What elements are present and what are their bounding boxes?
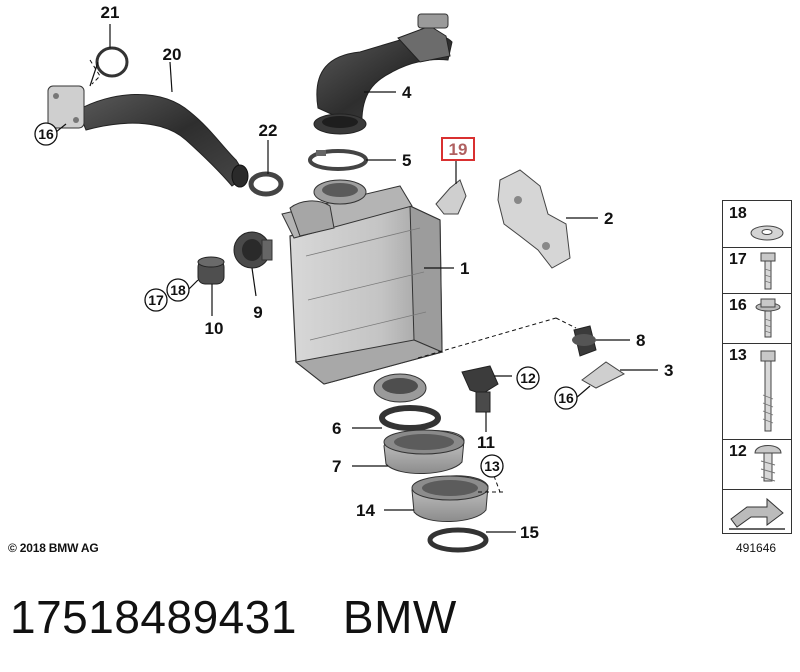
callout-18: 18	[170, 282, 186, 298]
adapter-14	[411, 475, 489, 522]
copyright-text: © 2018 BMW AG	[8, 541, 99, 555]
callout-16a: 16	[38, 126, 54, 142]
callout-12: 12	[520, 370, 536, 386]
wedge-bracket-3	[581, 361, 625, 389]
bracket-19	[435, 179, 467, 215]
fastener-legend: 18 17 16 13	[722, 200, 792, 534]
seal-ring-15	[427, 527, 489, 553]
callout-16b: 16	[558, 390, 574, 406]
callout-14: 14	[356, 501, 375, 520]
callout-19: 19	[449, 140, 468, 159]
washer-icon	[750, 225, 784, 241]
image-number: 491646	[736, 541, 777, 555]
hex-bolt-icon	[760, 252, 776, 290]
brand-name: BMW	[342, 591, 457, 643]
pressure-sensor-11	[461, 365, 499, 413]
highlight-box-19	[441, 137, 475, 161]
charge-air-hose-left	[47, 85, 249, 188]
charge-air-hose-upper	[313, 13, 453, 135]
legend-item-pan-screw: 12	[723, 439, 791, 490]
callout-17: 17	[148, 292, 164, 308]
charge-air-cooler	[281, 179, 444, 403]
rubber-mount-9	[233, 231, 273, 269]
hose-clamp-22	[248, 171, 284, 197]
legend-item-hex-bolt: 17	[723, 247, 791, 294]
legend-item-long-bolt: 13	[723, 343, 791, 440]
legend-number: 12	[729, 443, 747, 460]
rubber-buffer-10	[197, 256, 225, 285]
callout-4: 4	[402, 83, 412, 102]
adapter-7	[383, 429, 465, 474]
callout-10: 10	[205, 319, 224, 338]
callout-3: 3	[664, 361, 673, 380]
callout-11: 11	[477, 433, 495, 452]
grommet-8	[572, 325, 597, 357]
callout-7: 7	[332, 457, 341, 476]
continuation-arrow-icon	[729, 497, 785, 530]
seal-ring-6	[379, 405, 441, 431]
hose-clamp-5	[308, 149, 368, 171]
callout-5: 5	[402, 151, 411, 170]
callout-20: 20	[163, 45, 182, 64]
legend-number: 13	[729, 347, 747, 364]
holder-bracket-2	[497, 169, 571, 269]
part-number: 17518489431	[10, 591, 297, 643]
legend-number: 18	[729, 205, 747, 222]
flange-bolt-icon	[755, 298, 781, 338]
legend-item-washer: 18	[723, 201, 791, 248]
legend-item-continue	[723, 489, 791, 533]
leader-lines	[55, 24, 658, 533]
legend-number: 17	[729, 251, 747, 268]
pan-screw-icon	[754, 445, 782, 482]
callout-13: 13	[484, 458, 500, 474]
legend-number: 16	[729, 297, 747, 314]
callout-1: 1	[460, 259, 469, 278]
callout-22: 22	[259, 121, 278, 140]
legend-item-flange-bolt: 16	[723, 293, 791, 344]
sealing-ring-21	[95, 46, 129, 78]
callout-8: 8	[636, 331, 645, 350]
part-caption: 17518489431 BMW	[10, 590, 457, 644]
callout-21: 21	[101, 3, 120, 22]
callouts: 21 20 16 22 4 5 19 2 1 9 10 17 18 8 3 16…	[34, 3, 673, 542]
long-screw-icon	[760, 350, 776, 432]
callout-2: 2	[604, 209, 613, 228]
callout-15: 15	[520, 523, 539, 542]
callout-9: 9	[253, 303, 262, 322]
callout-6: 6	[332, 419, 341, 438]
